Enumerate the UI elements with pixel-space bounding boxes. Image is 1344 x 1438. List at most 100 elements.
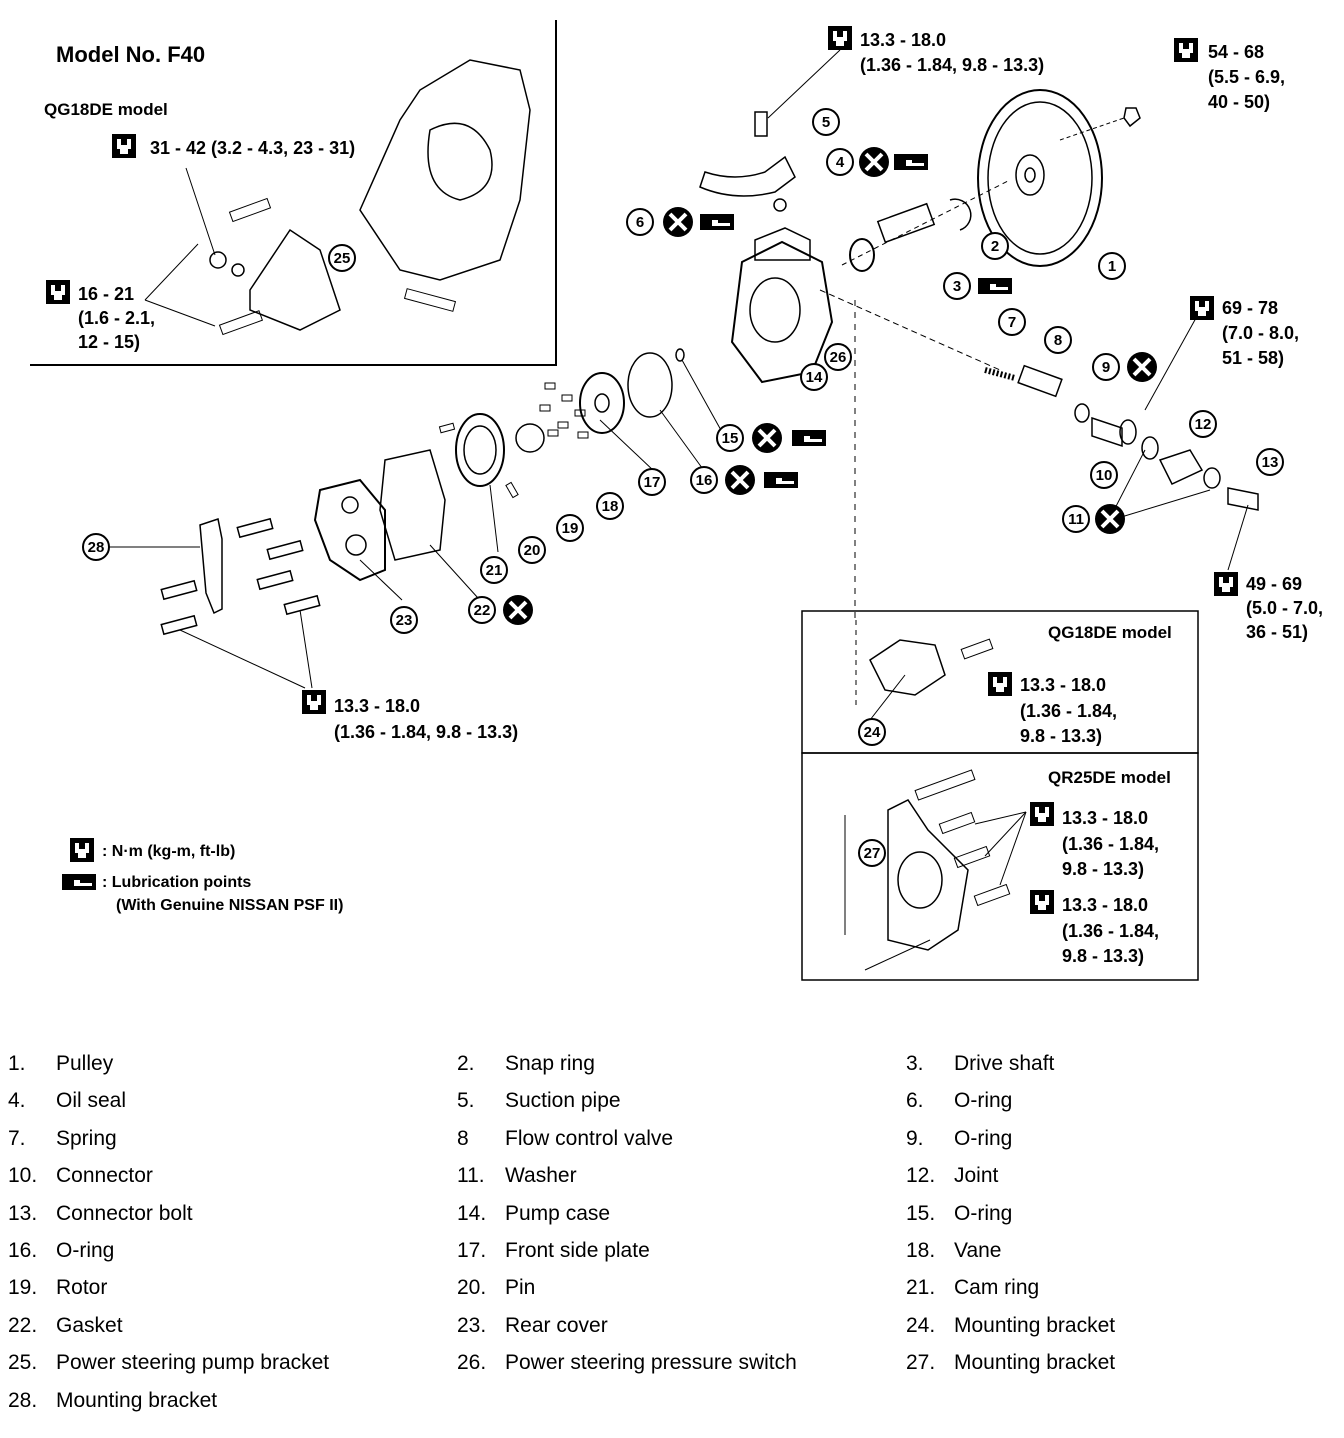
torque-spec: 12 - 15) <box>78 332 140 352</box>
part-number: 19. <box>8 1276 38 1300</box>
part-marker-18: 18 <box>596 492 624 520</box>
torque-spec: 13.3 - 18.0 <box>1062 808 1148 828</box>
torque-spec: 13.3 - 18.0 <box>334 696 420 716</box>
torque-spec: (1.36 - 1.84, <box>1062 834 1159 854</box>
diagram-title: Model No. F40 <box>56 42 205 67</box>
part-marker-5: 5 <box>812 108 840 136</box>
pump-case-shape <box>730 227 1001 620</box>
part-name: Connector bolt <box>56 1201 193 1225</box>
part-name: Washer <box>505 1164 577 1188</box>
part-marker-label: 26 <box>830 349 847 366</box>
part-marker-label: 15 <box>722 430 739 447</box>
part-number: 11. <box>457 1164 485 1188</box>
part-name: Snap ring <box>505 1052 595 1075</box>
part-marker-22: 22 <box>468 596 496 624</box>
torque-spec: (1.36 - 1.84, <box>1020 701 1117 721</box>
part-name: Rotor <box>56 1276 108 1300</box>
part-marker-label: 10 <box>1096 467 1113 484</box>
callout-connector-bolt: 49 - 69 (5.0 - 7.0, 36 - 51) <box>1214 572 1323 642</box>
part-number: 24. <box>906 1313 936 1337</box>
part-name: Mounting bracket <box>954 1351 1116 1375</box>
part-marker-label: 23 <box>396 612 413 629</box>
part-name: Mounting bracket <box>954 1313 1116 1337</box>
drive-shaft-group <box>841 179 1011 272</box>
part-marker-20: 20 <box>518 536 546 564</box>
part-marker-14: 14 <box>800 363 828 391</box>
part-name: Pulley <box>56 1052 114 1075</box>
torque-spec: (5.0 - 7.0, <box>1246 598 1323 618</box>
torque-spec: (1.36 - 1.84, <box>1062 921 1159 941</box>
part-marker-19: 19 <box>556 514 584 542</box>
part-marker-16: 16 <box>690 466 718 494</box>
part-number: 18. <box>906 1239 936 1262</box>
torque-spec: 9.8 - 13.3) <box>1062 859 1144 879</box>
valve-group <box>984 317 1259 571</box>
inset-label: QG18DE model <box>44 100 168 119</box>
part-marker-13: 13 <box>1256 448 1284 476</box>
exploded-diagram: Model No. F40 QG18DE model 31 - 42 (3.2 … <box>30 20 1323 981</box>
lubrication-icon <box>764 472 798 488</box>
part-name: Connector <box>56 1164 153 1188</box>
part-marker-label: 28 <box>88 539 105 556</box>
torque-spec: (1.36 - 1.84, 9.8 - 13.3) <box>860 55 1044 75</box>
part-marker-label: 2 <box>991 238 999 255</box>
part-marker-8: 8 <box>1044 326 1072 354</box>
part-name: Pump case <box>505 1201 611 1225</box>
part-number: 8 <box>457 1126 469 1150</box>
part-name: Gasket <box>56 1313 123 1337</box>
torque-spec: (1.6 - 2.1, <box>78 308 155 328</box>
callout-pulley-nut: 54 - 68 (5.5 - 6.9, 40 - 50) <box>1174 38 1285 112</box>
torque-spec: 31 - 42 (3.2 - 4.3, 23 - 31) <box>150 138 355 158</box>
callout-connector: 69 - 78 (7.0 - 8.0, 51 - 58) <box>1190 296 1299 368</box>
part-marker-label: 25 <box>334 250 351 267</box>
part-number: 13. <box>8 1201 38 1225</box>
part-number: 10. <box>8 1164 38 1188</box>
lubrication-icon <box>978 278 1012 294</box>
part-number: 12. <box>906 1164 936 1188</box>
part-marker-15: 15 <box>716 424 744 452</box>
part-marker-label: 22 <box>474 602 491 619</box>
torque-icon <box>1030 890 1054 914</box>
part-marker-label: 12 <box>1195 416 1212 433</box>
replace-x-icon <box>857 145 891 179</box>
part-marker-label: 24 <box>864 724 881 741</box>
replace-x-icon <box>723 463 757 497</box>
part-number: 2. <box>457 1052 475 1075</box>
part-marker-label: 5 <box>822 114 830 131</box>
part-number: 1. <box>8 1052 26 1075</box>
callout-top-bolt: 13.3 - 18.0 (1.36 - 1.84, 9.8 - 13.3) <box>828 26 1044 75</box>
part-marker-label: 7 <box>1008 314 1016 331</box>
part-marker-1: 1 <box>1098 252 1126 280</box>
part-marker-label: 1 <box>1108 258 1116 275</box>
part-name: Front side plate <box>505 1239 650 1262</box>
part-name: O-ring <box>954 1126 1013 1150</box>
part-marker-3: 3 <box>943 272 971 300</box>
part-number: 28. <box>8 1388 38 1412</box>
torque-icon <box>1030 802 1054 826</box>
box-qg18de: QG18DE model 13.3 - 18.0 (1.36 - 1.84, 9… <box>801 610 1199 754</box>
part-marker-label: 3 <box>953 278 961 295</box>
part-name: Pin <box>505 1276 536 1300</box>
torque-spec: 13.3 - 18.0 <box>1020 675 1106 695</box>
part-marker-label: 19 <box>562 520 579 537</box>
legend: : N·m (kg-m, ft-lb) : Lubrication points… <box>62 838 343 914</box>
part-name: Power steering pump bracket <box>56 1351 330 1375</box>
part-number: 23. <box>457 1313 487 1337</box>
part-marker-label: 13 <box>1262 454 1279 471</box>
part-marker-label: 8 <box>1054 332 1062 349</box>
part-marker-24: 24 <box>858 718 886 746</box>
part-marker-25: 25 <box>328 244 356 272</box>
part-marker-17: 17 <box>638 468 666 496</box>
part-name: Power steering pressure switch <box>505 1351 797 1375</box>
part-number: 16. <box>8 1239 38 1262</box>
part-number: 4. <box>8 1089 26 1113</box>
part-marker-23: 23 <box>390 606 418 634</box>
torque-spec: 13.3 - 18.0 <box>860 30 946 50</box>
legend-torque-text: : N·m (kg-m, ft-lb) <box>102 843 235 860</box>
part-name: Rear cover <box>505 1313 608 1337</box>
part-number: 9. <box>906 1126 924 1150</box>
torque-spec: 36 - 51) <box>1246 622 1308 642</box>
part-number: 27. <box>906 1351 936 1375</box>
torque-icon <box>988 672 1012 696</box>
